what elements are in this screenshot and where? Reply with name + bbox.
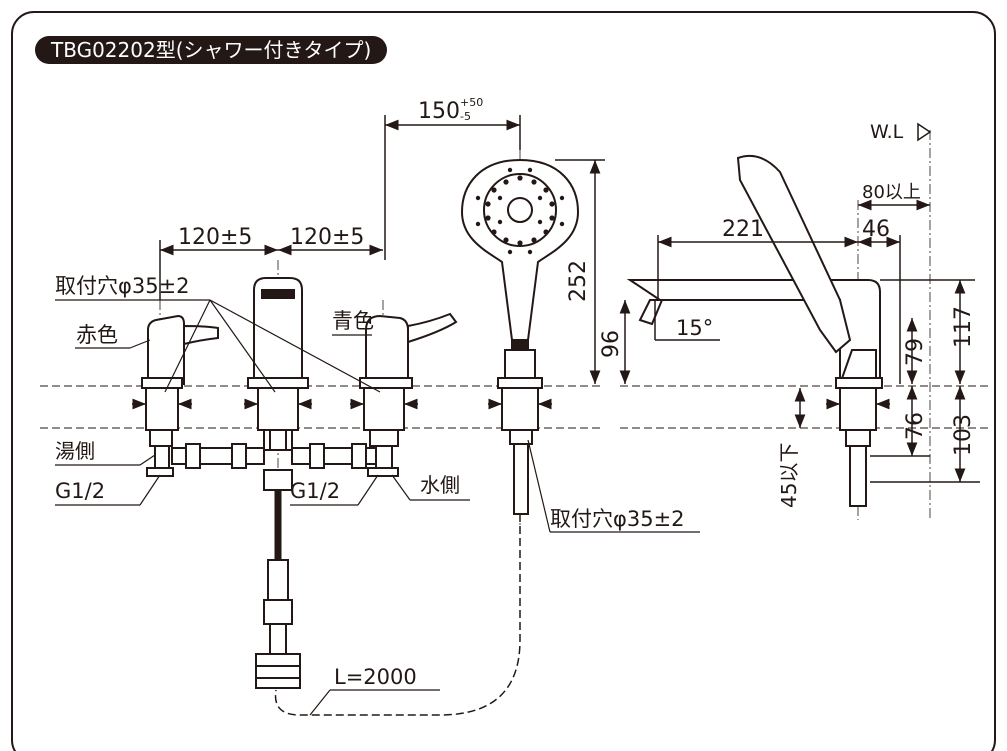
label-mount-hole-bottom: 取付穴φ35±2: [550, 507, 685, 531]
label-blue: 青色: [332, 309, 374, 333]
dim-label-221: 221: [722, 217, 764, 242]
label-thread-left: G1/2: [55, 479, 105, 503]
label-hose-length: L=2000: [334, 665, 417, 689]
label-red: 赤色: [76, 323, 118, 347]
dim-label-103: 103: [951, 414, 976, 456]
label-spacing-left: 120±5: [178, 225, 252, 250]
dim-label-46: 46: [862, 217, 890, 242]
title-badge: TBG02202型(シャワー付きタイプ): [35, 36, 388, 64]
hot-handle: [141, 314, 219, 477]
side-view: [626, 154, 883, 507]
dim-label-117: 117: [951, 306, 976, 348]
label-water-level: W.L: [870, 121, 904, 143]
leader-lines: [55, 299, 700, 716]
water-level-icon: [917, 122, 932, 142]
dim-label-150-tol-minus: -5: [460, 110, 471, 123]
dim-label-15: 15°: [676, 316, 713, 340]
connection-pipes: [171, 443, 377, 689]
outer-frame: [11, 11, 996, 751]
label-mount-hole-top: 取付穴φ35±2: [55, 274, 190, 298]
label-cold-side: 水側: [420, 473, 460, 497]
dim-label-80: 80以上: [862, 182, 921, 203]
dim-label-76: 76: [903, 412, 928, 440]
dim-label-252: 252: [566, 260, 591, 302]
center-spout: [247, 277, 309, 451]
label-spacing-right: 120±5: [290, 225, 364, 250]
dim-label-79: 79: [903, 338, 928, 366]
dim-label-150: 150: [418, 99, 460, 124]
dim-label-45: 45以下: [777, 443, 801, 508]
shower-hose: [274, 514, 521, 716]
label-hot-side: 湯側: [55, 439, 95, 463]
deck-lines: [40, 385, 990, 429]
label-thread-right: G1/2: [290, 479, 340, 503]
dimension-lines: [132, 115, 980, 483]
dim-label-96: 96: [599, 330, 624, 358]
dim-label-150-tol-plus: +50: [460, 96, 483, 109]
cold-handle: [359, 312, 458, 477]
hand-shower-front: [460, 158, 580, 515]
shower-spray-dots: [475, 167, 565, 255]
